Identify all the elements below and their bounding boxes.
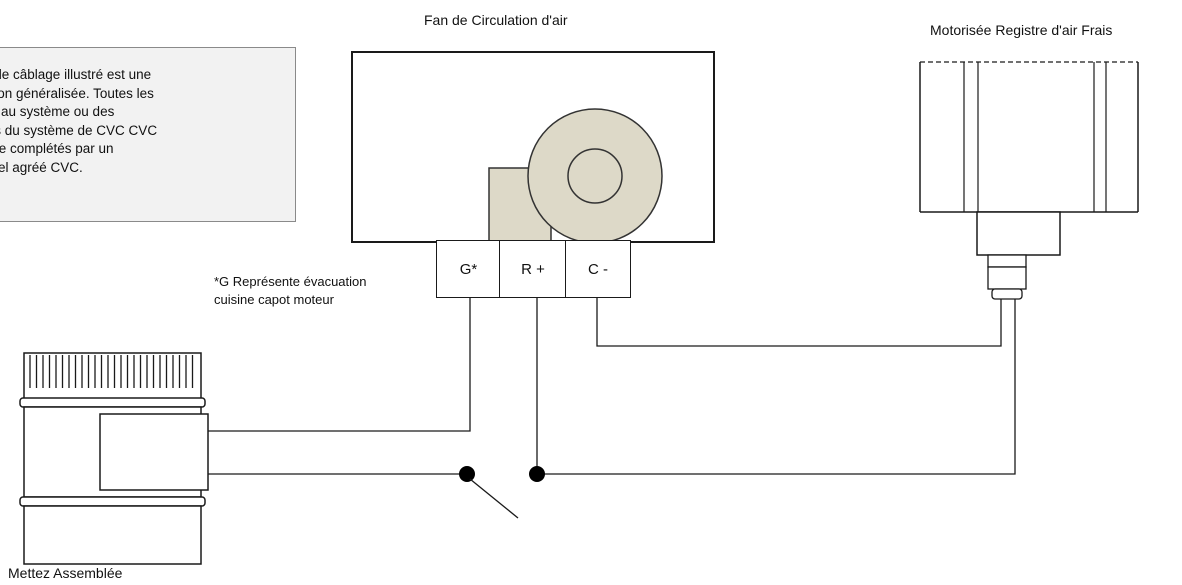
fan-title: Fan de Circulation d'air (424, 12, 568, 28)
terminal-r: R + (499, 240, 567, 298)
wire-switch-damper (537, 299, 1016, 475)
switch-contact-right (529, 466, 545, 482)
g-terminal-note: *G Représente évacuation cuisine capot m… (214, 274, 367, 307)
disclaimer-text: a de câblage illustré est une ation géné… (0, 67, 158, 175)
disclaimer-note: a de câblage illustré est une ation géné… (0, 47, 296, 222)
terminal-g: G* (436, 240, 501, 298)
wire-g (208, 298, 471, 432)
assembly-unit (19, 352, 209, 565)
motorized-damper (919, 61, 1139, 300)
wire-c (596, 298, 1002, 347)
switch-contact-left (459, 466, 475, 482)
damper-title: Motorisée Registre d'air Frais (930, 22, 1113, 38)
terminal-c: C - (565, 240, 631, 298)
assembly-label: Mettez Assemblée (8, 565, 123, 581)
switch-lever (469, 478, 519, 519)
fan-hub (567, 148, 623, 204)
